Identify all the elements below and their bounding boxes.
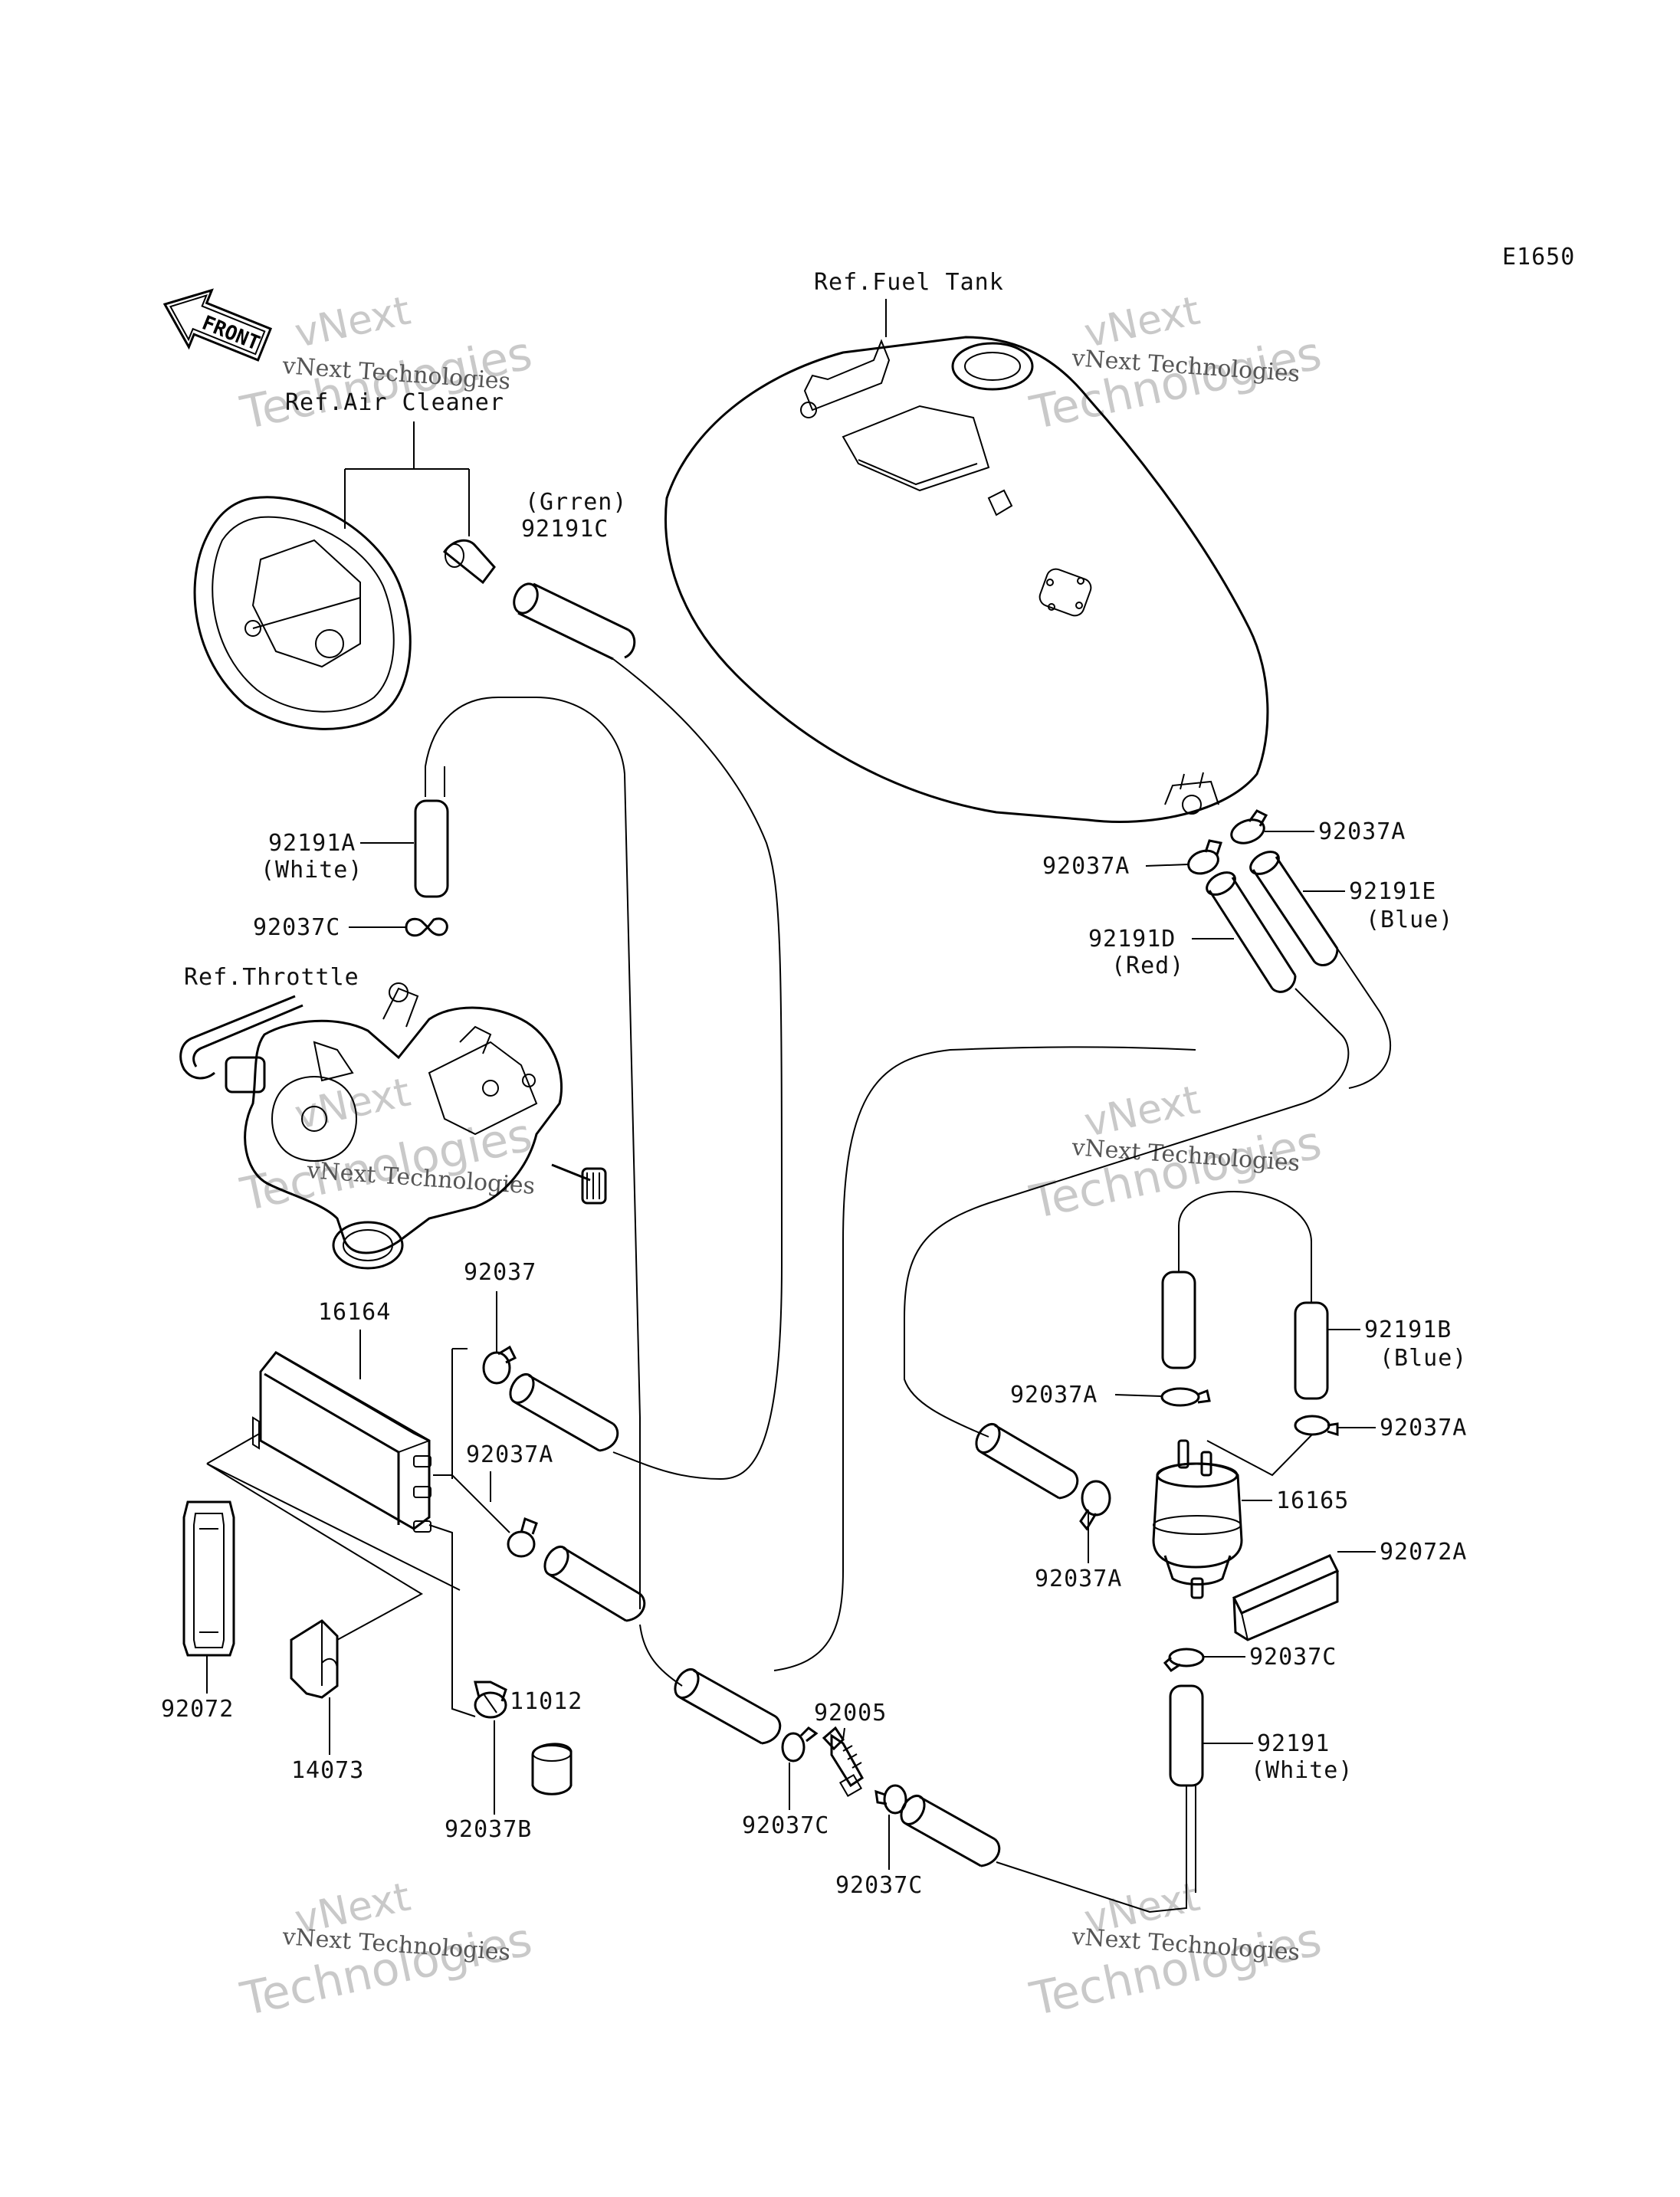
label-92037A-tank-lower: 92037A xyxy=(1042,853,1130,880)
label-92072: 92072 xyxy=(161,1696,234,1723)
hose-routing xyxy=(425,658,1392,1913)
canister-16164 xyxy=(252,1351,431,1533)
watermark-line2: Technologies xyxy=(1025,1913,1327,2027)
label-92191E: 92191E xyxy=(1349,878,1436,905)
label-16164: 16164 xyxy=(318,1299,391,1326)
hose-piece-filter-diag xyxy=(975,1423,1079,1500)
label-92037A-canister: 92037A xyxy=(466,1441,553,1468)
label-92191B-note: (Blue) xyxy=(1380,1345,1467,1372)
fuel-tank xyxy=(664,336,1269,823)
label-92191E-note: (Blue) xyxy=(1366,907,1453,933)
front-arrow-icon: FRONT xyxy=(162,288,273,362)
label-92191C-note: (Grren) xyxy=(525,489,627,516)
label-16165: 16165 xyxy=(1276,1487,1349,1514)
hose-92191A xyxy=(414,799,449,898)
leader-line xyxy=(433,1471,510,1533)
hose-piece-canister-1 xyxy=(509,1373,619,1452)
ref-air-cleaner-label: Ref.Air Cleaner xyxy=(285,389,504,416)
clamp-92037B xyxy=(474,1681,507,1719)
part-labels: (Grren) 92191C 92191A (White) 92037C 920… xyxy=(161,489,1467,1899)
clamp-92037C-top xyxy=(405,917,448,937)
clamp-92037A-tank-lower xyxy=(1187,839,1222,875)
clamp-92037A-filter-top xyxy=(1160,1387,1211,1407)
clamp-92037A-canister xyxy=(507,1517,538,1558)
watermark-line2: Technologies xyxy=(236,1913,537,2027)
hose-92191D xyxy=(1206,871,1297,993)
label-92191: 92191 xyxy=(1257,1730,1330,1757)
label-92037C-filter: 92037C xyxy=(1249,1644,1337,1671)
hose-piece-filter-left xyxy=(1161,1271,1196,1369)
hose-92191B xyxy=(1294,1301,1329,1400)
hose-92191 xyxy=(1169,1684,1204,1787)
label-92037C-top: 92037C xyxy=(253,914,340,941)
label-92191A-note: (White) xyxy=(261,857,363,884)
leader-line xyxy=(1114,1394,1162,1397)
hose-piece-canister-2 xyxy=(543,1546,646,1622)
label-92037A-tank-upper: 92037A xyxy=(1318,818,1406,845)
label-92037A-filter-right: 92037A xyxy=(1380,1415,1467,1441)
label-92191D: 92191D xyxy=(1088,926,1176,953)
label-92191-note: (White) xyxy=(1251,1757,1353,1784)
hose-piece-bottom-right xyxy=(900,1795,1001,1867)
label-92191B: 92191B xyxy=(1364,1317,1452,1343)
diagram-code: E1650 xyxy=(1502,244,1575,271)
label-92037C-bottom-right: 92037C xyxy=(835,1872,923,1899)
label-92072A: 92072A xyxy=(1380,1539,1467,1566)
air-cleaner xyxy=(193,496,496,730)
label-92037C-bottom-left: 92037C xyxy=(742,1812,829,1839)
leader-line xyxy=(1145,864,1189,867)
label-92037A-filter-left: 92037A xyxy=(1035,1566,1122,1592)
watermark-line1: vNext xyxy=(291,1070,415,1139)
label-11012: 11012 xyxy=(510,1688,582,1715)
clamp-92037 xyxy=(482,1345,517,1385)
clamp-92037A-filter-right xyxy=(1294,1415,1339,1437)
label-92037: 92037 xyxy=(464,1259,536,1286)
ref-fuel-tank-label: Ref.Fuel Tank xyxy=(814,269,1004,296)
clamp-92037C-bottom-left xyxy=(781,1726,819,1763)
label-92037B: 92037B xyxy=(445,1816,532,1843)
label-92037A-filter-top: 92037A xyxy=(1010,1382,1098,1408)
throttle-body xyxy=(179,982,607,1270)
hose-92191E xyxy=(1249,851,1339,966)
hose-92191C xyxy=(513,582,636,661)
bracket-14073 xyxy=(290,1619,339,1699)
label-92005: 92005 xyxy=(814,1700,887,1726)
watermarks: vNext Technologies vNext Technologies vN… xyxy=(236,288,1327,2027)
label-92191C: 92191C xyxy=(521,516,609,543)
clamp-92037C-filter-bottom xyxy=(1163,1648,1205,1673)
bracket-92072 xyxy=(182,1500,235,1657)
clamp-92037C-bottom-right xyxy=(874,1784,907,1815)
leader-line xyxy=(842,1727,845,1740)
clamp-92037A-tank-upper xyxy=(1230,809,1268,844)
leader-line xyxy=(344,421,470,536)
leader-line xyxy=(206,1463,461,1591)
label-92191A: 92191A xyxy=(268,830,356,857)
label-14073: 14073 xyxy=(291,1757,364,1784)
leader-line xyxy=(206,1432,424,1641)
ref-throttle-label: Ref.Throttle xyxy=(184,964,359,991)
clamp-92037A-filter-left xyxy=(1079,1480,1111,1531)
fuel-filter-16165 xyxy=(1152,1439,1243,1599)
label-92191D-note: (Red) xyxy=(1111,953,1184,979)
hose-piece-bottom-left xyxy=(674,1668,782,1745)
bracket-92072A xyxy=(1232,1554,1340,1641)
watermark-line1: vNext xyxy=(291,288,415,357)
cap-11012 xyxy=(531,1743,573,1795)
